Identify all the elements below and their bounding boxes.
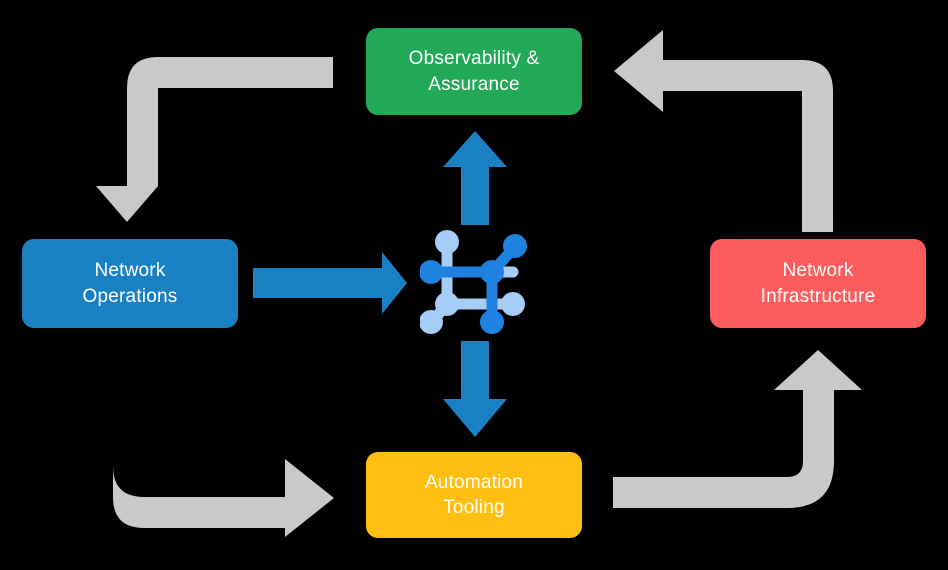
node-network-infrastructure[interactable]: Network Infrastructure: [710, 239, 926, 328]
connector-observability-to-operations: [96, 57, 333, 222]
node-automation-tooling[interactable]: Automation Tooling: [366, 452, 582, 538]
node-label-automation-tooling: Automation Tooling: [424, 471, 524, 518]
topology-nodes-primary: [420, 234, 527, 334]
topology-nodes-secondary: [420, 230, 525, 334]
connector-operations-to-center: [253, 252, 407, 314]
node-label-network-infrastructure: Network Infrastructure: [760, 260, 876, 307]
node-network-operations[interactable]: Network Operations: [22, 239, 238, 328]
connector-operations-to-automation: [113, 355, 334, 537]
node-label-observability: Observability & Assurance: [408, 48, 540, 95]
node-label-network-operations: Network Operations: [82, 260, 178, 307]
connector-infrastructure-to-observability: [614, 30, 833, 232]
network-topology-icon: [420, 230, 527, 334]
node-observability-assurance[interactable]: Observability & Assurance: [366, 28, 582, 115]
connector-center-to-automation: [443, 341, 507, 437]
connector-automation-to-infrastructure: [613, 350, 862, 508]
connector-center-to-observability: [443, 131, 507, 225]
